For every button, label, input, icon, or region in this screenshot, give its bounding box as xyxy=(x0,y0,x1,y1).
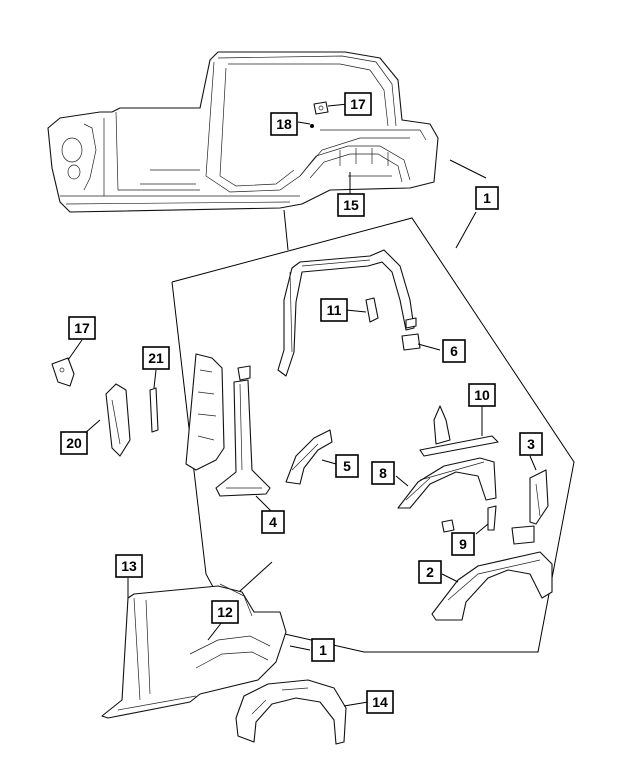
callout-4: 4 xyxy=(261,510,285,534)
outline-leader-top xyxy=(283,209,289,251)
roof-rail-inner xyxy=(277,249,415,377)
svg-text:12: 12 xyxy=(217,604,233,620)
svg-text:17: 17 xyxy=(74,320,90,336)
callout-18: 18 xyxy=(270,112,298,136)
svg-text:13: 13 xyxy=(121,558,137,574)
callout-17-upper: 17 xyxy=(344,92,372,116)
hinge-part-17 xyxy=(51,357,75,387)
callout-8: 8 xyxy=(371,461,395,485)
svg-text:5: 5 xyxy=(343,458,351,474)
quarter-inner-part-8 xyxy=(397,457,497,509)
svg-text:6: 6 xyxy=(450,343,458,359)
callout-5: 5 xyxy=(335,454,359,478)
fastener-part-18 xyxy=(310,124,314,128)
callout-11: 11 xyxy=(320,298,348,322)
bracket-part-17-top xyxy=(313,101,329,115)
bracket-part-6 xyxy=(401,317,421,351)
callout-13: 13 xyxy=(115,554,143,578)
svg-text:20: 20 xyxy=(66,435,82,451)
svg-text:11: 11 xyxy=(327,302,342,318)
wheelhouse-liner-part-14 xyxy=(235,679,347,745)
callout-12: 12 xyxy=(211,600,239,624)
svg-text:9: 9 xyxy=(459,536,467,552)
svg-text:3: 3 xyxy=(527,436,535,452)
body-side-assembly xyxy=(47,51,439,213)
bracket-part-10-upper xyxy=(433,405,451,445)
strap-part-21 xyxy=(149,387,159,433)
callout-2: 2 xyxy=(418,560,442,584)
extension-part-3 xyxy=(529,469,549,525)
callout-21: 21 xyxy=(142,346,170,370)
svg-text:1: 1 xyxy=(483,190,491,206)
callout-1-upper: 1 xyxy=(475,186,499,210)
callout-14: 14 xyxy=(366,690,394,714)
callout-6: 6 xyxy=(442,339,466,363)
callout-17-left: 17 xyxy=(68,316,96,340)
svg-text:10: 10 xyxy=(474,387,490,403)
callout-9: 9 xyxy=(451,532,475,556)
svg-text:18: 18 xyxy=(276,116,292,132)
quarter-outer-part-2 xyxy=(431,551,553,621)
callout-10: 10 xyxy=(468,383,496,407)
lower-body-side xyxy=(101,583,287,719)
callout-20: 20 xyxy=(60,431,88,455)
svg-text:1: 1 xyxy=(319,642,327,658)
rail-part-10 xyxy=(419,435,499,457)
b-pillar-outer xyxy=(215,379,271,497)
svg-text:17: 17 xyxy=(350,96,366,112)
callout-15: 15 xyxy=(337,193,365,217)
bracket-part-4 xyxy=(237,365,251,381)
callout-3: 3 xyxy=(519,432,543,456)
svg-text:14: 14 xyxy=(372,694,388,710)
svg-text:2: 2 xyxy=(426,564,434,580)
reinforcement-part-20 xyxy=(105,383,131,457)
svg-text:21: 21 xyxy=(148,350,164,366)
svg-text:4: 4 xyxy=(269,514,277,530)
bracket-part-9 xyxy=(441,505,535,545)
bracket-part-11 xyxy=(365,297,379,323)
callout-1-lower: 1 xyxy=(311,638,335,662)
b-pillar-inner xyxy=(185,353,225,471)
svg-text:8: 8 xyxy=(379,465,387,481)
exploded-view-outline xyxy=(171,217,575,653)
wheelhouse-part-5 xyxy=(285,429,333,485)
svg-text:15: 15 xyxy=(343,197,359,213)
